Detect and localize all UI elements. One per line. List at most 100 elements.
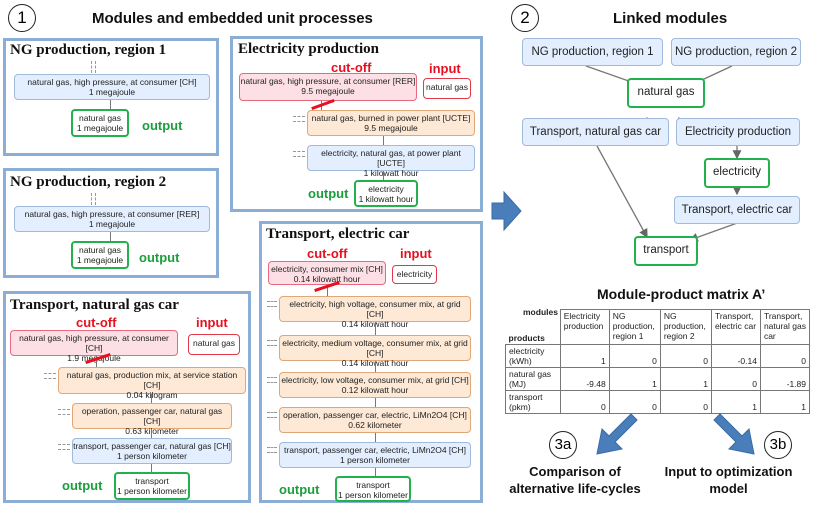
input-stub bbox=[95, 193, 96, 205]
module-title: Transport, natural gas car bbox=[10, 297, 179, 313]
module-title: Electricity production bbox=[238, 41, 379, 57]
matrix-cell: 0 bbox=[659, 343, 712, 368]
input-stub bbox=[267, 412, 277, 413]
flow-connector bbox=[375, 468, 376, 478]
module-title: NG production, region 1 bbox=[10, 42, 167, 58]
node-electricity-production: Electricity production bbox=[676, 118, 800, 146]
cutoff-label: cut-off bbox=[76, 315, 117, 330]
matrix-cell: 0 bbox=[608, 389, 661, 414]
output-label: output bbox=[62, 478, 103, 493]
input-stub bbox=[293, 151, 305, 152]
matrix-cell: 1 bbox=[559, 343, 610, 368]
flow-connector bbox=[327, 285, 328, 297]
input-label: input bbox=[400, 246, 432, 261]
input-stub bbox=[267, 382, 277, 383]
matrix-column-header: NG production, region 1 bbox=[608, 309, 661, 345]
process-box: natural gas, production mix, at service … bbox=[58, 367, 246, 400]
output-label: output bbox=[279, 482, 320, 497]
input-stub bbox=[58, 444, 70, 445]
flow-connector bbox=[375, 322, 376, 336]
input-stub bbox=[267, 377, 277, 378]
input-stub bbox=[267, 301, 277, 302]
process-box: electricity, medium voltage, consumer mi… bbox=[279, 335, 471, 368]
flow-connector bbox=[151, 429, 152, 439]
matrix-cell: 1 bbox=[608, 366, 661, 391]
module-title: NG production, region 2 bbox=[10, 174, 167, 190]
matrix-cell: 0 bbox=[710, 366, 761, 391]
module-electricity-production: Electricity production cut-off input nat… bbox=[230, 36, 483, 212]
input-stub bbox=[267, 345, 277, 346]
step-3b-badge: 3b bbox=[764, 431, 792, 459]
matrix-column-header: Electricity production bbox=[559, 309, 610, 345]
table-row: natural gas (MJ) -9.48 1 1 0 -1.89 bbox=[505, 366, 811, 391]
input-stub bbox=[58, 449, 70, 450]
matrix-column-header: Transport, electric car bbox=[710, 309, 761, 345]
input-box: electricity bbox=[392, 265, 437, 284]
module-transport-natural-gas-car: Transport, natural gas car cut-off input… bbox=[3, 291, 251, 503]
matrix-header-row: products Electricity production NG produ… bbox=[505, 309, 811, 345]
node-ng-region-1: NG production, region 1 bbox=[522, 38, 663, 66]
input-stub bbox=[58, 414, 70, 415]
input-stub bbox=[58, 409, 70, 410]
matrix-cell: 0 bbox=[608, 343, 661, 368]
module-title: Transport, electric car bbox=[266, 226, 410, 242]
node-electricity: electricity bbox=[704, 158, 770, 188]
output-label: output bbox=[139, 250, 180, 265]
process-box: operation, passenger car, electric, LiMn… bbox=[279, 407, 471, 433]
input-label: input bbox=[196, 315, 228, 330]
process-box: natural gas, high pressure, at consumer … bbox=[14, 206, 210, 232]
cutoff-label: cut-off bbox=[331, 60, 372, 75]
node-transport-electric-car: Transport, electric car bbox=[674, 196, 800, 224]
section-2-title: Linked modules bbox=[613, 10, 728, 27]
process-box: natural gas, burned in power plant [UCTE… bbox=[307, 110, 475, 136]
flow-arrow-icon bbox=[491, 190, 522, 232]
step-3b-arrow-icon bbox=[713, 413, 755, 455]
process-box: transport, passenger car, electric, LiMn… bbox=[279, 442, 471, 468]
matrix-row-label: natural gas (MJ) bbox=[505, 366, 561, 391]
matrix-row-label: electricity (kWh) bbox=[505, 343, 561, 368]
process-box: electricity, natural gas, at power plant… bbox=[307, 145, 475, 178]
step-1-badge: 1 bbox=[8, 4, 36, 32]
input-box: natural gas bbox=[188, 334, 240, 355]
module-ng-region-2: NG production, region 2 natural gas, hig… bbox=[3, 168, 219, 278]
module-transport-electric-car: Transport, electric car cut-off input el… bbox=[259, 221, 483, 503]
flow-connector bbox=[383, 171, 384, 181]
matrix-cell: -0.14 bbox=[710, 343, 761, 368]
matrix-row-label: transport (pkm) bbox=[505, 389, 561, 414]
node-transport-ng-car: Transport, natural gas car bbox=[522, 118, 669, 146]
input-stub bbox=[267, 447, 277, 448]
cutoff-label: cut-off bbox=[307, 246, 348, 261]
flow-connector bbox=[375, 433, 376, 443]
flow-connector bbox=[375, 398, 376, 408]
input-stub bbox=[293, 116, 305, 117]
table-row: electricity (kWh) 1 0 0 -0.14 0 bbox=[505, 343, 811, 368]
flow-connector bbox=[383, 136, 384, 146]
cutoff-process-box: natural gas, high pressure, at consumer … bbox=[239, 73, 417, 101]
matrix-cell: 0 bbox=[659, 389, 712, 414]
process-box: natural gas, high pressure, at consumer … bbox=[14, 74, 210, 100]
table-row: transport (pkm) 0 0 0 1 1 bbox=[505, 389, 811, 414]
process-box: electricity, low voltage, consumer mix, … bbox=[279, 372, 471, 398]
process-box: electricity, high voltage, consumer mix,… bbox=[279, 296, 471, 329]
input-stub bbox=[267, 306, 277, 307]
flow-connector bbox=[375, 361, 376, 373]
flow-connector bbox=[151, 464, 152, 474]
step-3a-arrow-icon bbox=[596, 413, 638, 455]
input-stub bbox=[91, 193, 92, 205]
step-3a-badge: 3a bbox=[549, 431, 577, 459]
module-ng-region-1: NG production, region 1 natural gas, hig… bbox=[3, 38, 219, 156]
matrix-title: Module-product matrix A’ bbox=[597, 286, 766, 302]
node-natural-gas: natural gas bbox=[627, 78, 705, 108]
flow-connector bbox=[96, 356, 97, 368]
matrix-cell: -1.89 bbox=[759, 366, 811, 391]
input-stub bbox=[267, 452, 277, 453]
cutoff-process-box: natural gas, high pressure, at consumer … bbox=[10, 330, 178, 363]
flow-connector bbox=[151, 394, 152, 404]
node-transport: transport bbox=[634, 236, 698, 266]
